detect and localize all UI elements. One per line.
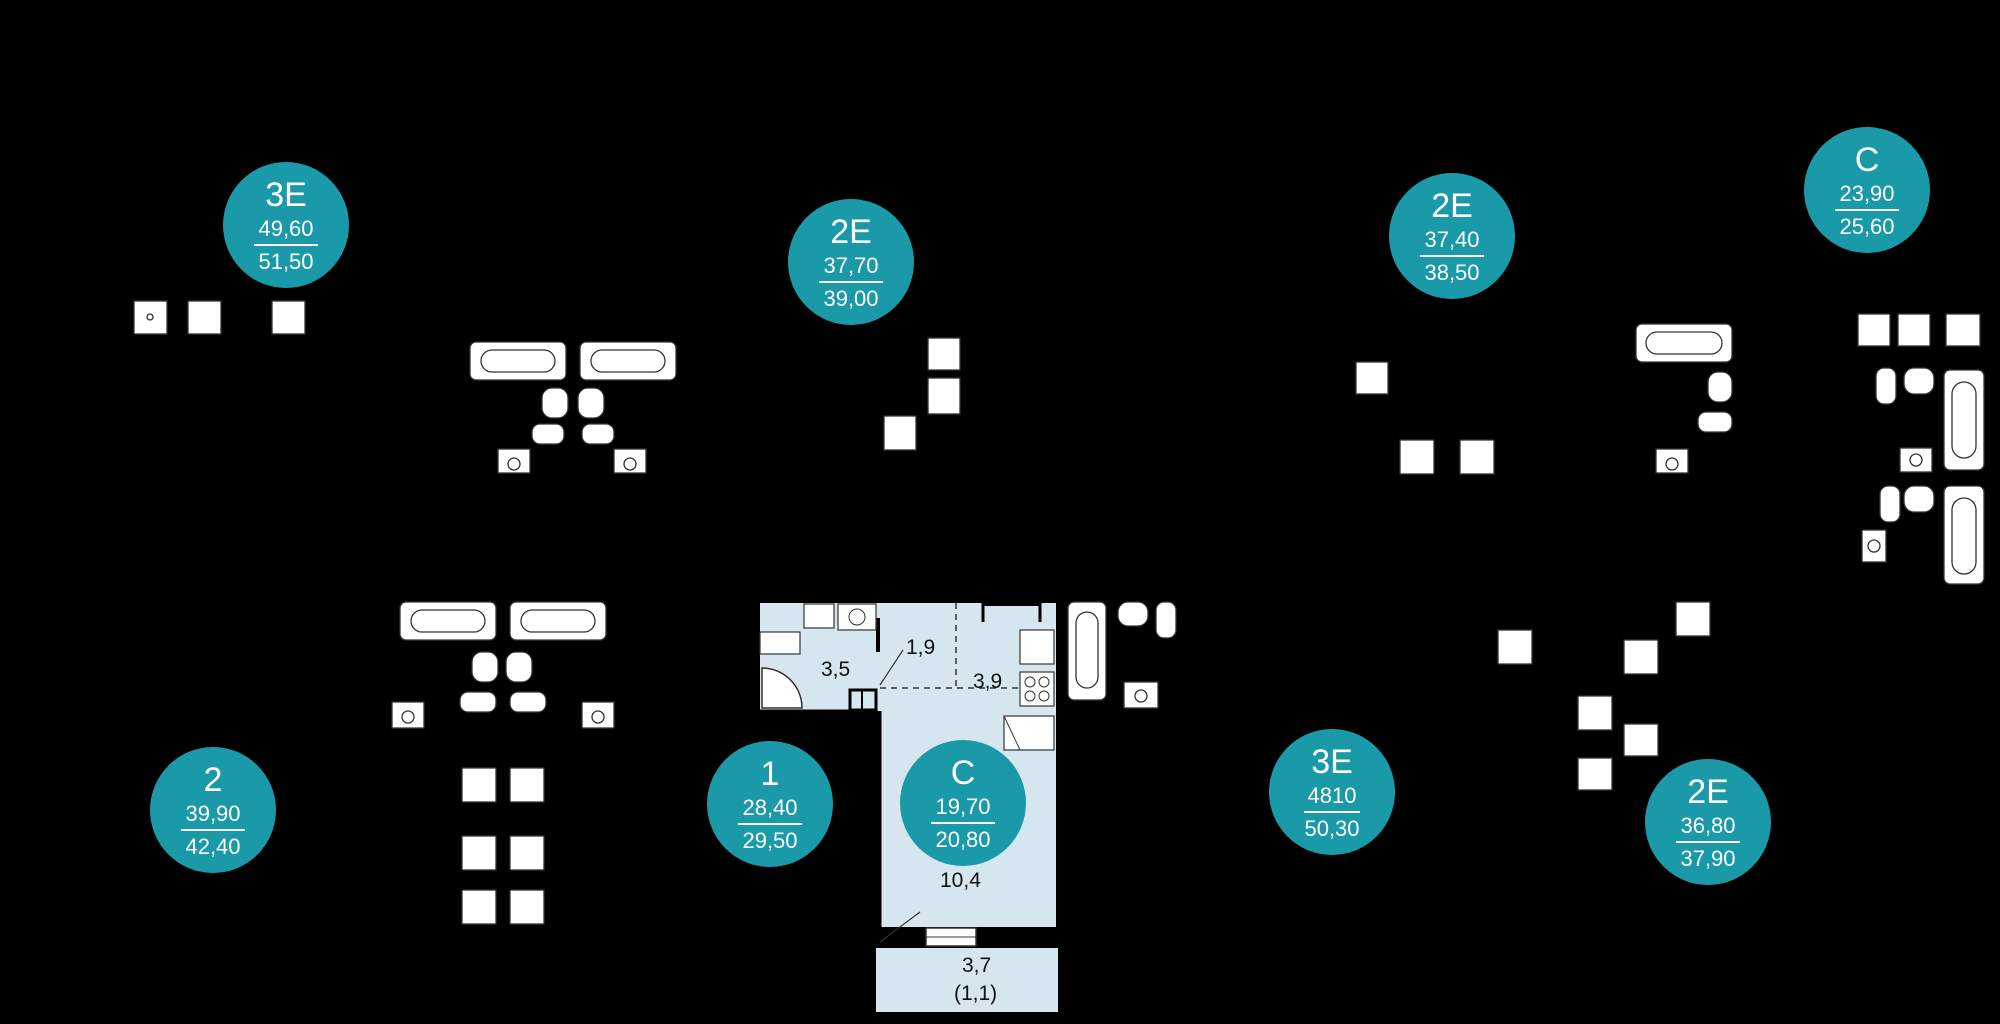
- apartment-type: 2E: [1687, 773, 1729, 811]
- room-area-bath: 3,5: [821, 658, 851, 681]
- apartment-badge-2e[interactable]: 2E 37,70 39,00: [788, 199, 914, 325]
- apartment-badge-2[interactable]: 2 39,90 42,40: [150, 747, 276, 873]
- apartment-type: C: [950, 754, 976, 792]
- room-area-balcony-reduced: (1,1): [954, 982, 998, 1005]
- apartment-total-area: 50,30: [1304, 816, 1360, 841]
- apartment-type: 1: [760, 755, 780, 793]
- apartment-badge-2e[interactable]: 2E 36,80 37,90: [1645, 759, 1771, 885]
- apartment-total-area: 29,50: [742, 828, 798, 853]
- apartment-living-area: 49,60: [254, 216, 318, 246]
- apartment-living-area: 23,90: [1835, 181, 1899, 211]
- apartment-total-area: 51,50: [258, 249, 314, 274]
- room-area-balcony: 3,7: [962, 954, 992, 977]
- apartment-type: 2E: [830, 213, 872, 251]
- apartment-type: 2: [203, 761, 223, 799]
- apartment-total-area: 42,40: [185, 834, 241, 859]
- apartment-total-area: 20,80: [935, 827, 991, 852]
- room-area-living: 10,4: [940, 869, 981, 892]
- apartment-living-area: 36,80: [1676, 813, 1740, 843]
- room-area-hall: 1,9: [906, 636, 936, 659]
- plan-balcony: [876, 948, 1058, 1012]
- apartment-total-area: 39,00: [823, 286, 879, 311]
- apartment-badge-c-selected[interactable]: C 19,70 20,80: [900, 740, 1026, 866]
- apartment-living-area: 19,70: [931, 794, 995, 824]
- apartment-badge-c[interactable]: C 23,90 25,60: [1804, 127, 1930, 253]
- apartment-type: 3E: [265, 176, 307, 214]
- apartment-type: 3E: [1311, 743, 1353, 781]
- apartment-badge-1[interactable]: 1 28,40 29,50: [707, 741, 833, 867]
- apartment-badge-2e[interactable]: 2E 37,40 38,50: [1389, 173, 1515, 299]
- apartment-type: 2E: [1431, 187, 1473, 225]
- apartment-type: C: [1854, 141, 1880, 179]
- apartment-total-area: 25,60: [1839, 214, 1895, 239]
- apartment-living-area: 28,40: [738, 795, 802, 825]
- apartment-living-area: 39,90: [181, 801, 245, 831]
- apartment-living-area: 37,40: [1420, 227, 1484, 257]
- apartment-total-area: 38,50: [1424, 260, 1480, 285]
- room-area-kitchen: 3,9: [973, 670, 1003, 693]
- apartment-badge-3e[interactable]: 3E 4810 50,30: [1269, 729, 1395, 855]
- apartment-total-area: 37,90: [1680, 846, 1736, 871]
- apartment-badge-3e[interactable]: 3E 49,60 51,50: [223, 162, 349, 288]
- apartment-living-area: 4810: [1303, 783, 1361, 813]
- apartment-living-area: 37,70: [819, 253, 883, 283]
